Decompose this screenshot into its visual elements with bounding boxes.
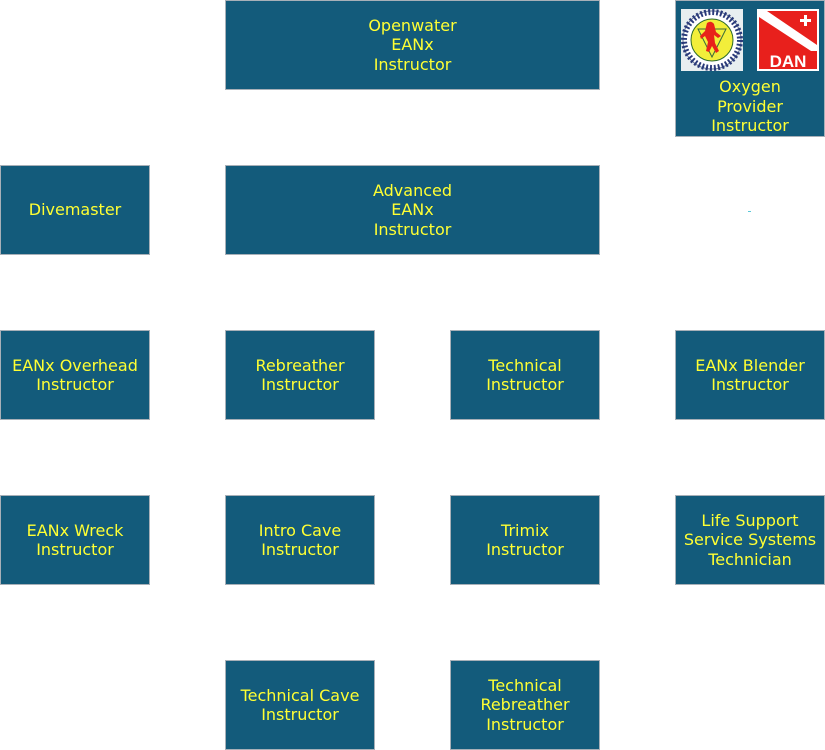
box-label-line: Oxygen — [719, 77, 781, 96]
stray-pixel-mark — [748, 211, 751, 212]
trimix-instructor-box[interactable]: Trimix Instructor — [450, 495, 600, 585]
box-label-line: Trimix — [501, 520, 549, 540]
box-label-line: Technician — [708, 549, 792, 569]
eanx-wreck-instructor-box[interactable]: EANx Wreck Instructor — [0, 495, 150, 585]
eanx-blender-instructor-box[interactable]: EANx Blender Instructor — [675, 330, 825, 420]
dan-logo-icon: DAN — [757, 9, 819, 71]
box-label-line: Service Systems — [683, 530, 817, 550]
technical-instructor-box[interactable]: Technical Instructor — [450, 330, 600, 420]
life-support-service-systems-technician-box[interactable]: Life Support Service Systems Technician — [675, 495, 825, 585]
box-label-line: Provider — [717, 96, 783, 116]
divemaster-box[interactable]: Divemaster — [0, 165, 150, 255]
eanx-overhead-instructor-box[interactable]: EANx Overhead Instructor — [0, 330, 150, 420]
box-label-line: Technical Cave — [240, 685, 360, 705]
box-label-line: Instructor — [36, 375, 114, 394]
box-label-line: EANx Wreck — [26, 520, 124, 540]
box-label-line: Life Support — [701, 510, 799, 530]
box-label-line: EANx — [391, 200, 434, 220]
iantd-seal-logo-icon — [681, 9, 743, 71]
box-label-line: EANx Overhead — [12, 355, 138, 375]
box-label-line: Advanced — [372, 180, 453, 200]
box-label-line: Instructor — [486, 714, 564, 734]
box-label-line: Intro Cave — [258, 520, 342, 540]
oxygen-provider-instructor-box[interactable]: DAN Oxygen Provider Instructor — [675, 0, 825, 137]
box-label-line: Instructor — [261, 540, 339, 559]
box-label-line: Instructor — [486, 375, 564, 394]
box-label-line: Instructor — [486, 540, 564, 559]
box-label-line: EANx Blender — [695, 355, 805, 375]
box-label-line: Instructor — [261, 705, 339, 724]
box-label-line: Rebreather — [480, 695, 570, 715]
intro-cave-instructor-box[interactable]: Intro Cave Instructor — [225, 495, 375, 585]
technical-rebreather-instructor-box[interactable]: Technical Rebreather Instructor — [450, 660, 600, 750]
box-label-line: EANx — [391, 35, 434, 55]
box-label-line: Instructor — [36, 540, 114, 559]
rebreather-instructor-box[interactable]: Rebreather Instructor — [225, 330, 375, 420]
box-label-line: Instructor — [261, 375, 339, 394]
technical-cave-instructor-box[interactable]: Technical Cave Instructor — [225, 660, 375, 750]
logo-row: DAN — [681, 9, 819, 71]
box-label-line: Technical — [488, 355, 562, 375]
box-label-line: Divemaster — [28, 200, 122, 220]
box-label-line: Instructor — [711, 375, 789, 394]
box-label-line: Instructor — [373, 54, 452, 74]
advanced-eanx-instructor-box[interactable]: Advanced EANx Instructor — [225, 165, 600, 255]
svg-text:DAN: DAN — [770, 52, 807, 71]
box-label-line: Rebreather — [255, 355, 345, 375]
box-label-line: Instructor — [711, 116, 789, 135]
box-label-line: Instructor — [373, 219, 452, 239]
box-label-line: Technical — [488, 675, 562, 695]
box-label-line: Openwater — [368, 15, 457, 35]
openwater-eanx-instructor-box[interactable]: Openwater EANx Instructor — [225, 0, 600, 90]
